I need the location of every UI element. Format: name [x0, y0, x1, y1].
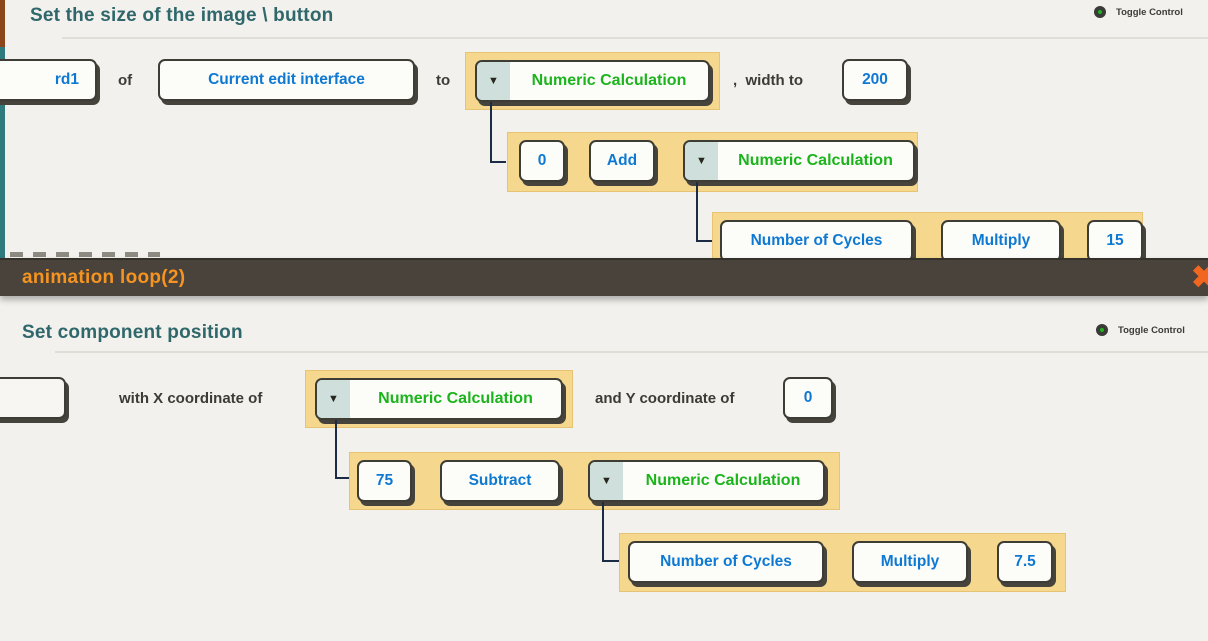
calc2-right-operand-button[interactable]: 15: [1087, 220, 1143, 262]
calc2-operator-button[interactable]: Multiply: [941, 220, 1061, 262]
panel1-divider: [62, 37, 1208, 39]
toggle-label: Toggle Control: [1118, 324, 1185, 336]
calc1-operator-button[interactable]: Subtract: [440, 460, 560, 502]
panel2-toggle-control[interactable]: Toggle Control: [1096, 324, 1185, 336]
toggle-label: Toggle Control: [1116, 6, 1183, 18]
x-coordinate-label: with X coordinate of: [119, 389, 263, 407]
width-to-label: , width to: [733, 71, 803, 89]
target-component-button[interactable]: [0, 377, 66, 419]
close-icon[interactable]: ✖: [1191, 259, 1208, 295]
calc2-operator-button[interactable]: Multiply: [852, 541, 968, 583]
dropdown-arrow-icon[interactable]: ▼: [317, 380, 350, 418]
panel1-title: Set the size of the image \ button: [30, 5, 334, 26]
left-edge-strip-teal: [0, 47, 5, 258]
dropdown-arrow-icon[interactable]: ▼: [590, 462, 623, 500]
calc1-operator-button[interactable]: Add: [589, 140, 655, 182]
calc2-left-operand-button[interactable]: Number of Cycles: [720, 220, 913, 262]
to-label: to: [436, 71, 451, 89]
calc1-left-operand-button[interactable]: 75: [357, 460, 412, 502]
toggle-indicator-icon[interactable]: [1096, 324, 1108, 336]
of-label: of: [118, 71, 133, 89]
calc1-left-operand-button[interactable]: 0: [519, 140, 565, 182]
window-title: animation loop(2): [22, 267, 186, 288]
y-value-button[interactable]: 0: [783, 377, 833, 419]
toggle-indicator-icon[interactable]: [1094, 6, 1106, 18]
panel1-toggle-control[interactable]: Toggle Control: [1094, 6, 1183, 18]
width-value-button[interactable]: 200: [842, 59, 908, 101]
connector-elbow: [602, 502, 619, 562]
dropdown-arrow-icon[interactable]: ▼: [685, 142, 718, 180]
panel2-title: Set component position: [22, 322, 243, 343]
left-edge-strip-brown: [0, 0, 5, 47]
y-coordinate-label: and Y coordinate of: [595, 389, 735, 407]
window-titlebar[interactable]: animation loop(2) ✖: [0, 258, 1208, 296]
clipped-row-fragment: [10, 252, 160, 257]
panel2-divider: [55, 351, 1208, 353]
x-type-dropdown[interactable]: ▼ Numeric Calculation: [315, 378, 563, 420]
calc1-right-dropdown[interactable]: ▼ Numeric Calculation: [683, 140, 915, 182]
calc2-left-operand-button[interactable]: Number of Cycles: [628, 541, 824, 583]
target-component-button[interactable]: rd1: [0, 59, 97, 101]
interface-button[interactable]: Current edit interface: [158, 59, 415, 101]
connector-elbow: [490, 102, 506, 163]
calc1-right-dropdown[interactable]: ▼ Numeric Calculation: [588, 460, 825, 502]
calc2-right-operand-button[interactable]: 7.5: [997, 541, 1053, 583]
size-type-dropdown[interactable]: ▼ Numeric Calculation: [475, 60, 710, 102]
dropdown-arrow-icon[interactable]: ▼: [477, 62, 510, 100]
connector-elbow: [696, 182, 712, 242]
connector-elbow: [335, 420, 349, 479]
